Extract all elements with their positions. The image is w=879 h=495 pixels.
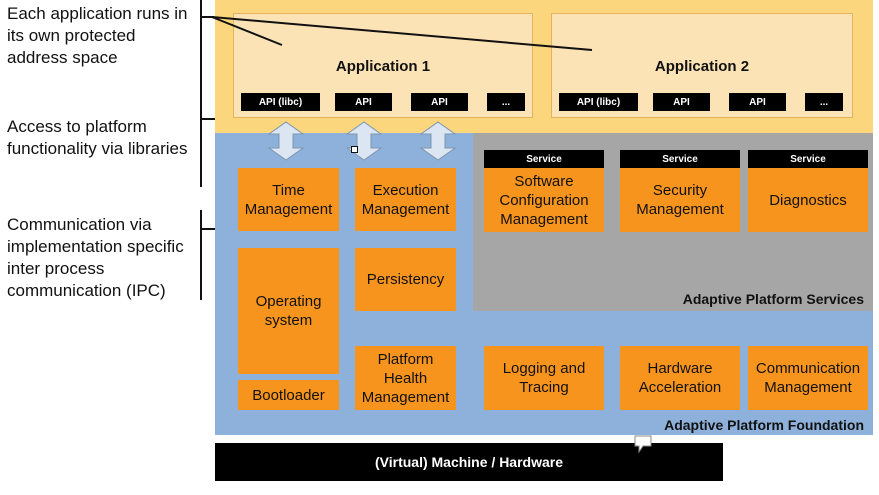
api-chip: API (411, 93, 468, 111)
service-software-configuration-management: Software Configuration Management (484, 168, 604, 232)
annotation-address-space: Each application runs in its own protect… (7, 4, 188, 67)
bracket-libraries (200, 105, 212, 187)
module-time-management: Time Management (238, 168, 339, 231)
module-bootloader: Bootloader (238, 380, 339, 410)
module-hardware-acceleration: Hardware Acceleration (620, 346, 740, 410)
comment-icon[interactable] (633, 434, 653, 454)
module-operating-system: Operating system (238, 248, 339, 374)
bracket-tick (200, 16, 214, 18)
module-platform-health-management: Platform Health Management (355, 346, 456, 410)
api-chip: API (729, 93, 786, 111)
api-chip: API (653, 93, 710, 111)
bracket-ipc (200, 210, 212, 300)
api-chip: API (335, 93, 392, 111)
module-persistency: Persistency (355, 248, 456, 311)
service-diagnostics: Diagnostics (748, 168, 868, 232)
module-logging-tracing: Logging and Tracing (484, 346, 604, 410)
service-label: Service (484, 150, 604, 168)
bracket-address-space (200, 0, 212, 118)
selection-handle[interactable] (351, 146, 358, 153)
application-2-title: Application 2 (654, 58, 750, 75)
service-security-management: Security Management (620, 168, 740, 232)
double-arrow-icon (419, 121, 457, 161)
foundation-layer-label: Adaptive Platform Foundation (664, 417, 864, 433)
module-communication-management: Communication Management (748, 346, 868, 410)
annotation-ipc: Communication via implementation specifi… (7, 215, 184, 300)
services-layer-label: Adaptive Platform Services (682, 291, 864, 307)
hardware-bar: (Virtual) Machine / Hardware (215, 443, 723, 481)
double-arrow-icon (267, 121, 305, 161)
service-label: Service (620, 150, 740, 168)
api-chip: ... (487, 93, 525, 111)
application-1-title: Application 1 (335, 58, 431, 75)
api-chip: ... (805, 93, 843, 111)
module-execution-management: Execution Management (355, 168, 456, 231)
annotation-libraries: Access to platform functionality via lib… (7, 117, 188, 158)
api-chip: API (libc) (241, 93, 320, 111)
service-label: Service (748, 150, 868, 168)
api-chip: API (libc) (559, 93, 638, 111)
double-arrow-icon (345, 121, 383, 161)
